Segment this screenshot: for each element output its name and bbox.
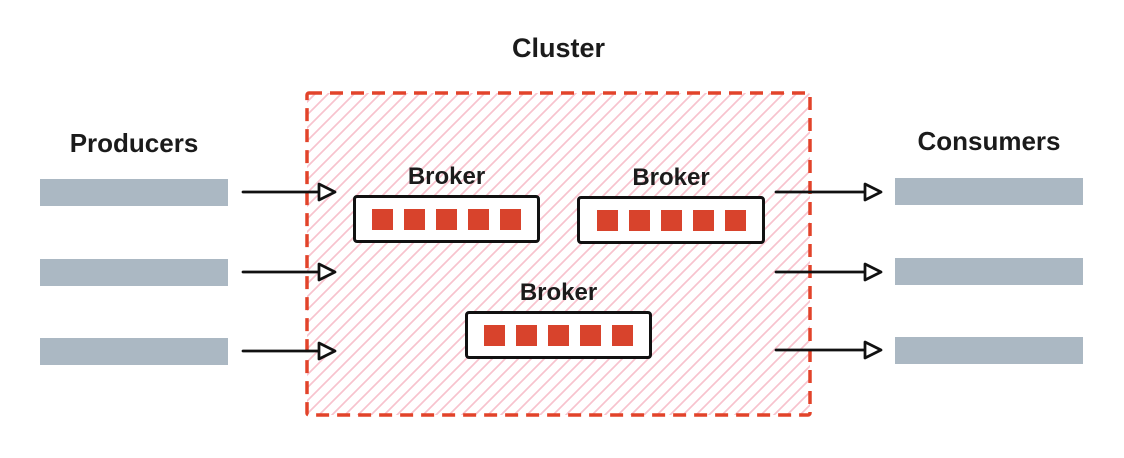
partition-square <box>660 209 682 231</box>
consumer-bar <box>895 337 1083 364</box>
cluster-dashed-border <box>305 91 812 417</box>
partition-square <box>500 208 521 230</box>
broker-label: Broker <box>407 163 486 190</box>
broker-node: Broker <box>577 163 765 244</box>
partition-square <box>404 208 425 230</box>
consumers-label: Consumers <box>917 126 1061 156</box>
partition-square <box>628 209 650 231</box>
partition-square <box>372 208 393 230</box>
broker-box <box>577 196 765 244</box>
broker-node: Broker <box>353 162 540 243</box>
arrowhead-icon <box>863 262 883 282</box>
consumer-bar <box>895 258 1083 285</box>
partition-square <box>596 209 618 231</box>
producer-bar <box>40 338 228 365</box>
partition-square <box>612 324 633 346</box>
partition-square <box>724 209 746 231</box>
partition-square <box>468 208 489 230</box>
broker-label: Broker <box>632 164 710 191</box>
broker-label: Broker <box>519 279 598 306</box>
cluster-title: Cluster <box>511 33 606 63</box>
producers-label: Producers <box>69 128 199 158</box>
cluster-boundary <box>305 91 812 417</box>
producer-bar <box>40 259 228 286</box>
consumer-bar <box>895 178 1083 205</box>
arrowhead-icon <box>863 182 883 202</box>
broker-node: Broker <box>465 278 652 359</box>
partition-square <box>580 324 601 346</box>
partition-square <box>484 324 505 346</box>
broker-box <box>465 311 652 359</box>
partition-square <box>436 208 457 230</box>
broker-box <box>353 195 540 243</box>
producer-bar <box>40 179 228 206</box>
partition-square <box>548 324 569 346</box>
arrowhead-icon <box>863 340 883 360</box>
partition-square <box>692 209 714 231</box>
partition-square <box>516 324 537 346</box>
